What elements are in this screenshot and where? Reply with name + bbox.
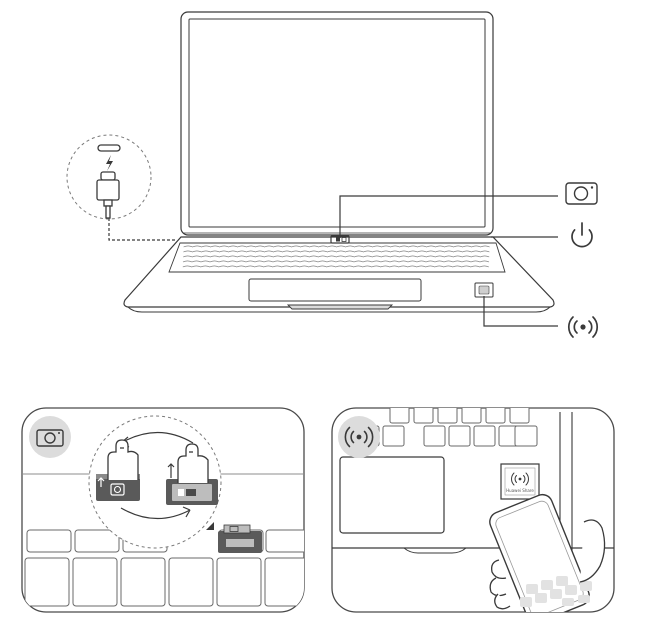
key (473, 425, 496, 447)
camera-panel-badge (29, 416, 71, 458)
key (509, 408, 530, 424)
keyboard-row (183, 245, 490, 248)
key (448, 425, 471, 447)
key (24, 557, 70, 607)
keyboard-row (183, 250, 490, 253)
key (216, 557, 262, 607)
key (514, 425, 538, 447)
keyboard-row (182, 265, 489, 268)
nfc-icon (344, 426, 374, 448)
key (264, 557, 304, 607)
key (168, 557, 214, 607)
smartphone (489, 493, 592, 612)
pressing-finger-left (107, 439, 139, 480)
key (437, 408, 458, 424)
key (74, 529, 120, 553)
nfc-sticker-label: Huawei Share (506, 488, 534, 493)
charger-callout (66, 134, 152, 220)
nfc-panel: Huawei Share (331, 407, 615, 613)
nfc-sticker: Huawei Share (500, 463, 540, 500)
key (382, 425, 405, 447)
popup-camera-raised (206, 522, 262, 553)
pressing-finger-right (177, 443, 209, 483)
camera-panel (21, 407, 305, 613)
laptop-screen (188, 18, 486, 228)
charger-callout-line (108, 218, 176, 241)
nfc-icon (567, 316, 599, 338)
nfc-icon (511, 472, 529, 486)
key (389, 408, 410, 424)
keyboard-keys (182, 245, 490, 268)
key (413, 408, 434, 424)
keyboard-row (182, 260, 490, 263)
key (423, 425, 446, 447)
key (72, 557, 118, 607)
key (485, 408, 506, 424)
touchpad (248, 278, 422, 302)
nfc-panel-touchpad (339, 456, 445, 534)
key (265, 529, 304, 553)
power-icon (571, 222, 593, 248)
key (120, 557, 166, 607)
laptop-lid (180, 11, 494, 236)
keyboard-area (168, 242, 506, 273)
holding-hand (489, 519, 606, 610)
usb-c-charger-icon (96, 171, 120, 219)
laptop (123, 11, 555, 313)
nfc-callout-line (483, 296, 558, 327)
keyboard-row (183, 255, 490, 258)
lightning-bolt-icon (106, 155, 113, 171)
camera-icon (565, 182, 598, 205)
usb-c-port-icon (97, 144, 121, 152)
camera-icon (36, 429, 64, 447)
key (26, 529, 72, 553)
laptop-front-notch (286, 304, 394, 310)
key (461, 408, 482, 424)
callout-lines (108, 195, 558, 327)
camera-callout-line (339, 195, 558, 238)
